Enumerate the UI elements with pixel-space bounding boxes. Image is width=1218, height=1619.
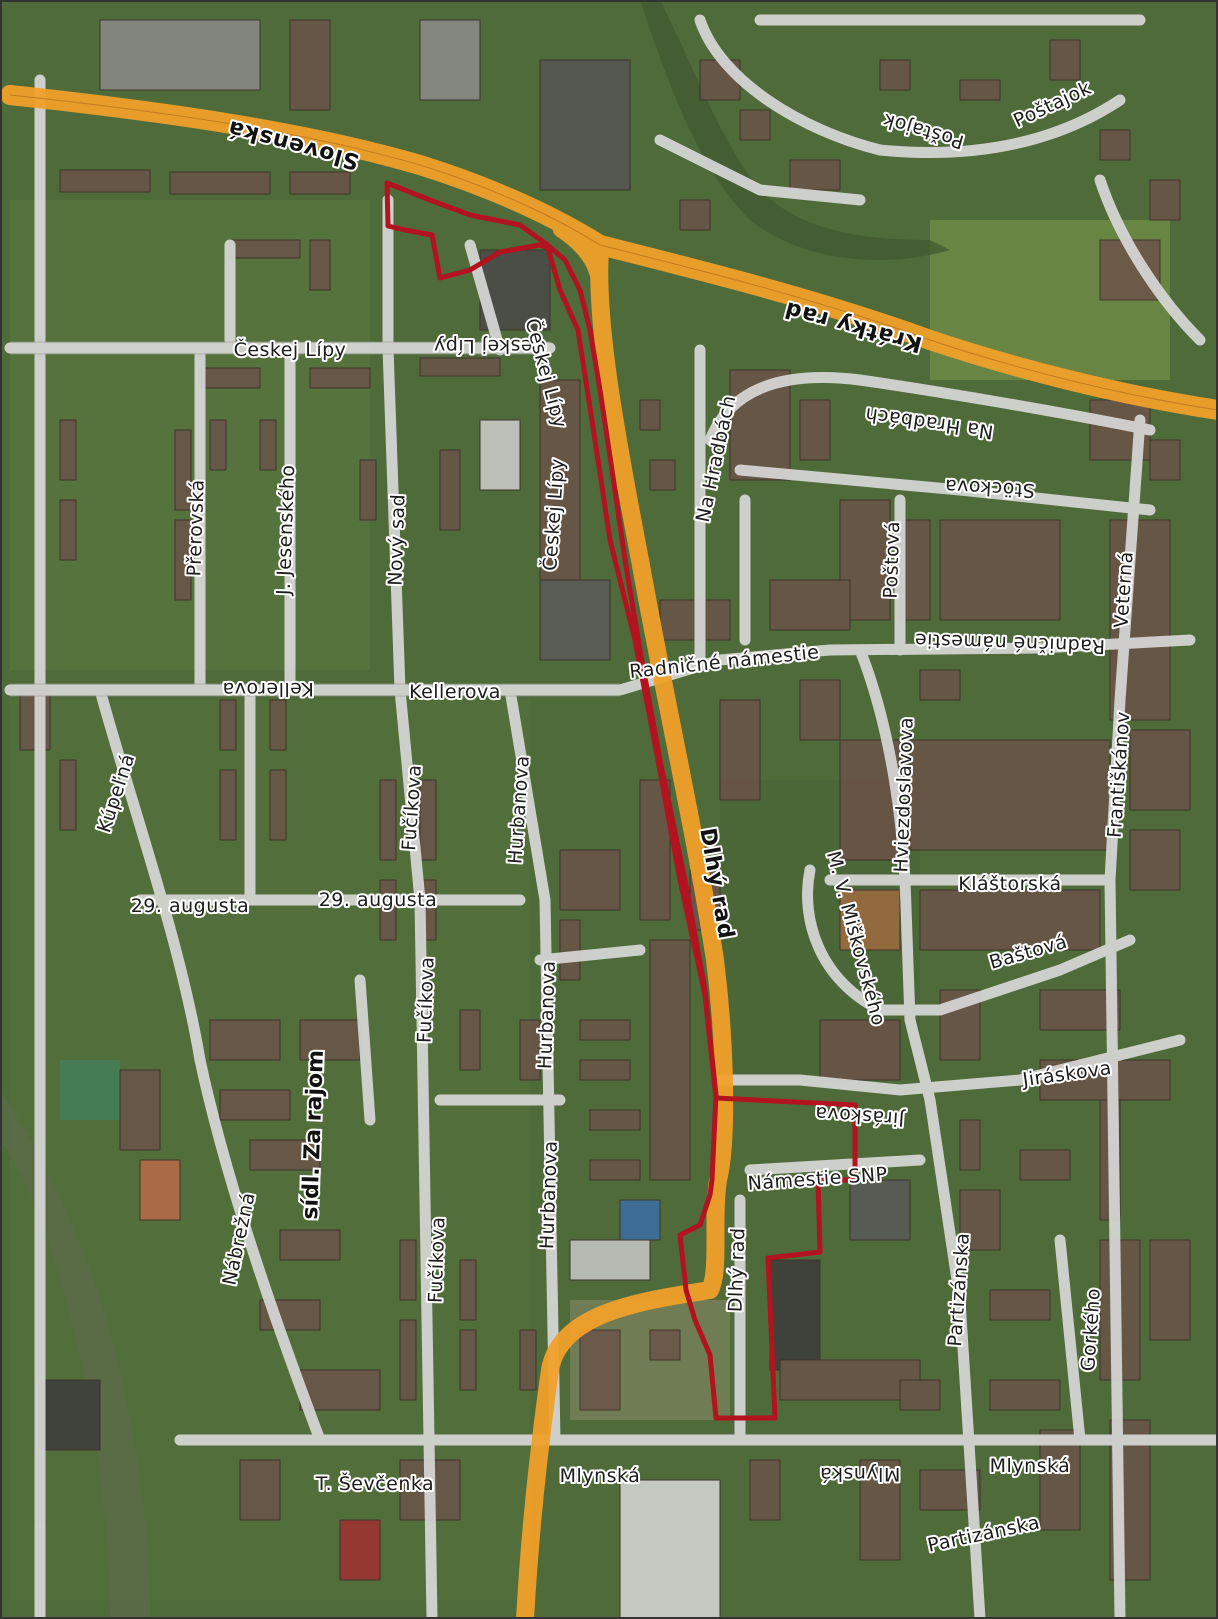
label-augusta-right: 29. augusta (319, 889, 438, 911)
label-t-sevcenka: T. Ševčenka (315, 1471, 434, 1495)
label-klastorska: Kláštorská (958, 873, 1061, 895)
label-dlhy-rad-lower: Dlhý rad (725, 1227, 750, 1312)
label-novy-sad: Nový sad (384, 493, 409, 586)
river (0, 1090, 150, 1619)
label-augusta-left: 29. augusta (131, 895, 250, 917)
label-hurbanova-middle: Hurbanova (534, 960, 560, 1070)
road-dlhy-rad (516, 241, 734, 1619)
street-network-casing (10, 341, 620, 697)
label-kellerova-right: Kellerova (409, 681, 501, 703)
main-road-centerlines (9, 94, 1218, 411)
label-mlynska-right: Mlynská (990, 1455, 1071, 1477)
label-fucikova-lower: Fučíkova (425, 1216, 450, 1303)
street-network (4, 14, 1218, 1619)
label-gorkeho: Gorkého (1077, 1287, 1105, 1372)
label-prerovska: Přerovská (183, 479, 208, 577)
label-ceskej-lipy-horizontal-right: Českej Lípy (434, 335, 547, 359)
label-kellerova-left: Kellerova (222, 678, 314, 700)
buildings (19, 19, 1191, 1619)
label-partizanska-vertical: Partizánska (944, 1232, 974, 1347)
label-hurbanova-lower: Hurbanova (536, 1140, 562, 1250)
label-hviezdoslavova: Hviezdoslavova (890, 717, 917, 873)
label-mlynska-left: Mlynská (560, 1465, 641, 1487)
label-stockova: Stöckova (944, 475, 1035, 502)
river-upper (640, 0, 950, 260)
label-fucikova-middle: Fučíkova (414, 956, 439, 1043)
label-postova: Poštová (880, 521, 905, 599)
label-ceskej-lipy-horizontal-left: Českej Lípy (234, 337, 347, 361)
label-mlynska-middle: Mlynská (820, 1463, 901, 1485)
label-j-jesenskeho: J. Jesenského (273, 464, 300, 596)
road-kratky-rad-link (553, 223, 607, 307)
area-boundary[interactable] (384, 180, 858, 1421)
